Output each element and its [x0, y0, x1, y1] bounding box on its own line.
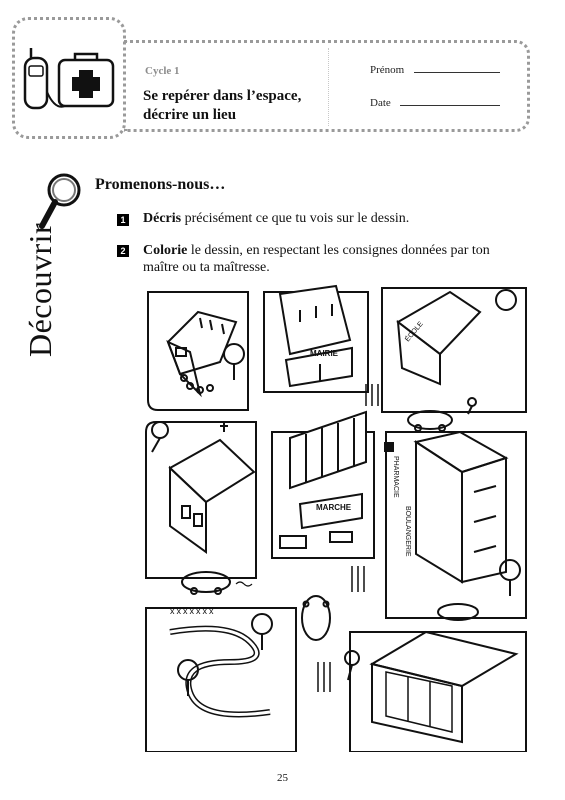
car: [181, 571, 253, 595]
instruction-2: Colorie le dessin, en respectant les con…: [143, 242, 526, 276]
church-block: [145, 421, 257, 579]
cycle-label: Cycle 1: [145, 65, 180, 77]
instruction-text: précisément ce que tu vois sur le dessin…: [181, 211, 410, 226]
magnifier-icon: [38, 170, 86, 239]
bakery-sign: BOULANGERIE: [404, 506, 411, 557]
header-frame: [124, 40, 530, 132]
crosswalk: [317, 384, 379, 692]
instruction-verb: Colorie: [143, 243, 188, 258]
shops-block: PHARMACIE BOULANGERIE: [384, 430, 527, 621]
building-block: [344, 630, 527, 752]
fence: xxxxxxx: [170, 606, 216, 616]
town-hall-sign: MAIRIE: [310, 349, 339, 358]
market-sign: MARCHE: [316, 503, 352, 512]
pharmacy-sign: PHARMACIE: [392, 456, 399, 498]
first-name-label: Prénom: [370, 64, 405, 76]
side-label: Découvrir: [22, 222, 58, 357]
page-number: 25: [277, 772, 288, 784]
date-label: Date: [370, 97, 391, 109]
instruction-number: 2: [117, 245, 129, 257]
town-hall-block: MAIRIE: [263, 284, 369, 393]
worksheet-title: Se repérer dans l’espace, décrire un lie…: [143, 88, 302, 123]
instruction-number: 1: [117, 214, 129, 226]
header-icon-frame: [12, 17, 126, 139]
instruction-verb: Décris: [143, 211, 182, 226]
market-block: MARCHE: [271, 410, 375, 559]
town-coloring-illustration: MAIRIE ÉCOLE MARCHE: [145, 284, 527, 752]
school-block: ÉCOLE: [381, 287, 527, 415]
date-field[interactable]: [400, 105, 500, 106]
car: [301, 595, 331, 641]
section-title: Promenons-nous…: [95, 176, 226, 193]
cellphone-and-first-aid-kit-icon: [23, 48, 115, 110]
instruction-text: le dessin, en respectant les consignes d…: [143, 243, 490, 275]
pharmacy-cross-icon: [384, 442, 394, 452]
house-block: [147, 291, 249, 411]
header-divider: [328, 48, 330, 126]
park-block: xxxxxxx: [145, 606, 297, 752]
car: [407, 410, 453, 432]
instruction-1: Décris précisément ce que tu vois sur le…: [143, 210, 523, 227]
first-name-field[interactable]: [414, 72, 500, 73]
